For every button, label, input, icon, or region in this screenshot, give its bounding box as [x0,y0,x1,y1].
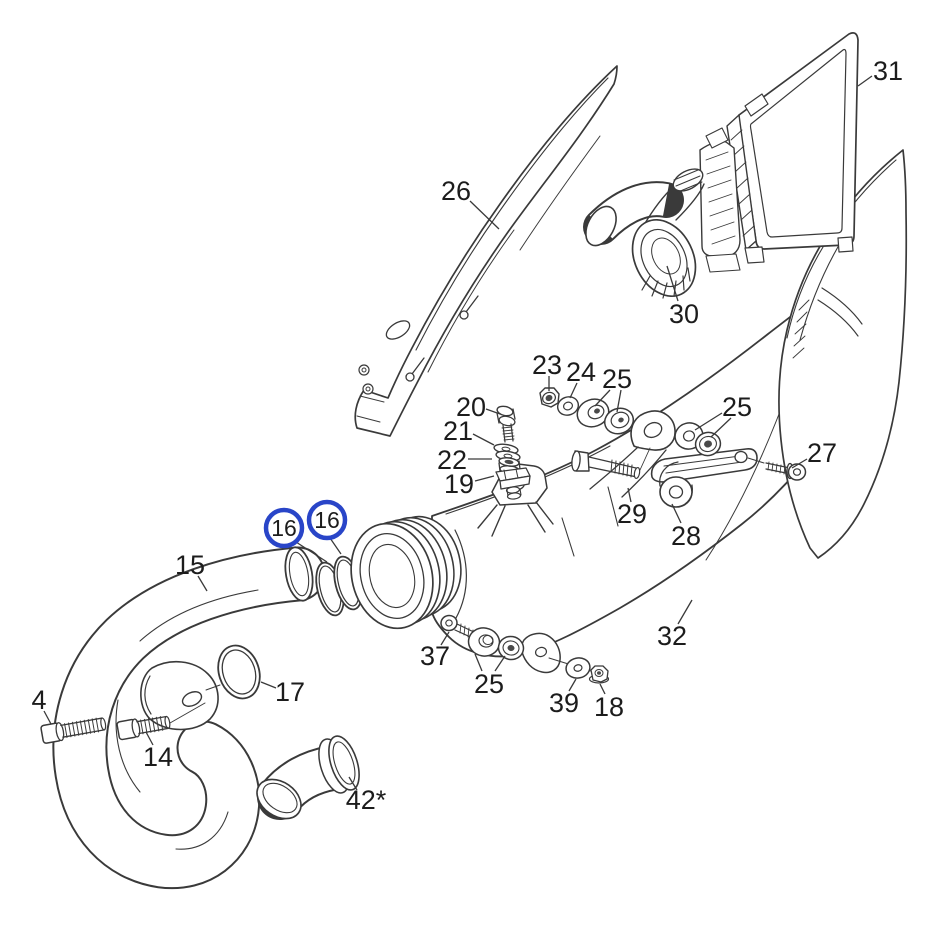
callout-37[interactable]: 37 [420,631,450,671]
part-28-bracket-arm [650,448,765,508]
callout-label: 25 [602,364,632,394]
part-4-bolt [40,717,107,744]
callout-label: 20 [456,392,486,422]
part-25-bushings-middle [576,398,635,435]
part-24-washer [556,396,580,416]
callout-16-second[interactable]: 16 [306,499,348,555]
part-25-bushings-right [674,422,722,457]
callout-label: 37 [420,641,450,671]
callout-label: 29 [617,499,647,529]
callout-label: 18 [594,692,624,722]
callout-28[interactable]: 28 [671,503,701,551]
callout-14[interactable]: 14 [143,731,173,772]
callout-16-first[interactable]: 16 [263,507,328,563]
callout-label: 4 [31,685,46,715]
callout-32[interactable]: 32 [657,599,693,651]
callout-label: 26 [441,176,471,206]
callout-label: 39 [549,688,579,718]
part-31-air-filter-panel [726,32,859,264]
callout-25-middle[interactable]: 25 [594,364,632,413]
callout-22[interactable]: 22 [437,445,492,475]
silencer-rear-eyelet [589,410,676,498]
callout-label: 25 [722,392,752,422]
part-23-nut [539,387,560,408]
callout-label: 19 [444,469,474,499]
callout-24[interactable]: 24 [566,357,596,399]
callout-label: 25 [474,669,504,699]
part-21-washers [493,443,521,462]
part-37-screw [440,614,483,641]
part-17-gasket-ring [217,644,261,700]
callout-39[interactable]: 39 [549,678,579,718]
callout-19[interactable]: 19 [444,469,495,499]
part-18-nut [588,665,610,684]
callout-label: 15 [175,550,205,580]
callout-label: 27 [807,438,837,468]
callout-18[interactable]: 18 [594,683,624,722]
panel-mount-strip [699,127,741,273]
highlight-circle [306,499,348,541]
part-26-heat-shield [354,65,618,437]
callout-25-bottom[interactable]: 25 [474,653,506,699]
part-39-washer [565,657,591,679]
part-19-clamp-nut [495,467,531,500]
pipe-flange-bracket [140,660,221,731]
callouts-layer: 4 14 15 16 16 17 18 [31,56,903,815]
callout-31[interactable]: 31 [857,56,903,87]
callout-label: 21 [443,416,473,446]
callout-4[interactable]: 4 [31,685,52,725]
callout-26[interactable]: 26 [441,176,500,230]
part-25-bushings-bottom [467,627,525,661]
callout-42[interactable]: 42* [346,776,387,815]
callout-label: 42* [346,785,387,815]
part-42-exhaust-tip [256,735,360,820]
callout-25-right[interactable]: 25 [694,392,752,438]
callout-label: 31 [873,56,903,86]
callout-label: 17 [275,677,305,707]
callout-label: 32 [657,621,687,651]
callout-30[interactable]: 30 [666,265,699,329]
callout-15[interactable]: 15 [175,550,208,592]
callout-21[interactable]: 21 [443,416,495,446]
part-20-bolt [496,405,516,443]
silencer-inlet-coupler [350,515,462,630]
callout-label: 28 [671,521,701,551]
callout-label: 16 [314,507,340,533]
callout-20[interactable]: 20 [456,392,501,422]
callout-label: 30 [669,299,699,329]
part-15-header-pipe [52,546,326,890]
part-14-bolt [116,702,206,741]
callout-27[interactable]: 27 [791,438,837,469]
callout-label: 23 [532,350,562,380]
rear-side-panel [778,149,908,559]
callout-label: 24 [566,357,596,387]
callout-label: 16 [271,515,297,541]
part-29-bolt [571,447,651,480]
callout-29[interactable]: 29 [617,487,647,529]
callout-17[interactable]: 17 [260,677,305,707]
callout-23[interactable]: 23 [532,350,562,391]
callout-label: 22 [437,445,467,475]
highlight-circle [263,507,305,549]
part-30-intake-funnel [583,168,705,299]
callout-label: 14 [143,742,173,772]
